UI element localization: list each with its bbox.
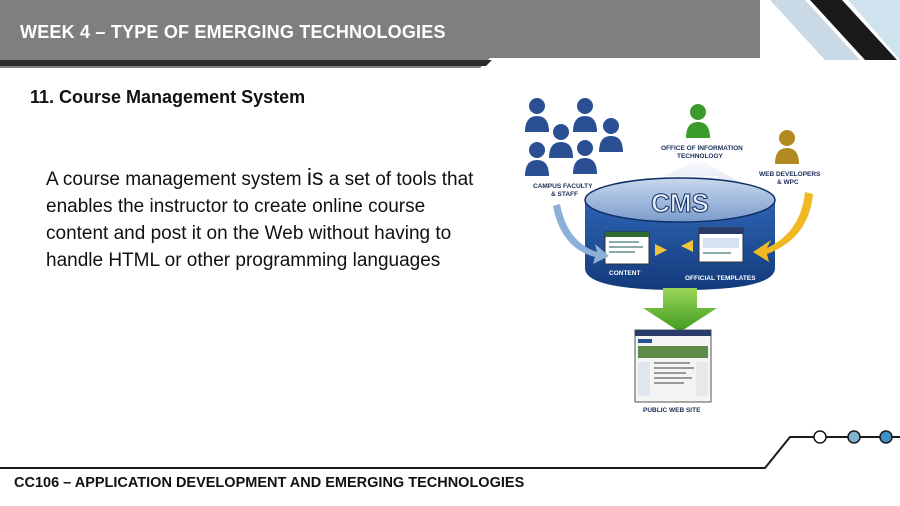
publish-arrow-icon <box>643 288 717 332</box>
oit-person-icon <box>686 104 710 138</box>
body-paragraph: A course management system is a set of t… <box>46 164 486 274</box>
body-text-emphasis: is <box>306 164 324 190</box>
footer-dot-white-icon <box>813 430 827 444</box>
footer-course-title: CC106 – APPLICATION DEVELOPMENT AND EMER… <box>14 475 525 491</box>
slide-heading: 11. Course Management System <box>30 87 306 107</box>
header-title: WEEK 4 – TYPE OF EMERGING TECHNOLOGIES <box>20 22 446 42</box>
arrow-left-icon <box>681 240 693 252</box>
header-banner: WEEK 4 – TYPE OF EMERGING TECHNOLOGIES <box>0 0 900 68</box>
footer-decoration <box>0 420 900 480</box>
cms-label: CMS <box>651 188 709 218</box>
footer-dot-light-blue-icon <box>847 430 861 444</box>
public-website-label: PUBLIC WEB SITE <box>643 407 701 414</box>
content-label: CONTENT <box>609 270 640 277</box>
public-website-icon <box>634 329 712 403</box>
faculty-label-line1: CAMPUS FACULTY <box>533 183 593 190</box>
templates-label: OFFICIAL TEMPLATES <box>685 275 756 282</box>
webdev-label-line1: WEB DEVELOPERS <box>759 171 821 178</box>
body-text-start: A course management system <box>46 169 307 190</box>
faculty-label-line2: & STAFF <box>551 191 578 198</box>
cms-diagram: CAMPUS FACULTY & STAFF OFFICE OF INFORMA… <box>515 92 845 422</box>
webdev-person-icon <box>775 130 799 164</box>
arrow-right-icon <box>655 244 667 256</box>
header-graphic <box>0 0 900 68</box>
faculty-arrow-icon <box>553 204 609 264</box>
webdev-arrow-icon <box>753 192 813 262</box>
faculty-people-icon <box>525 98 623 176</box>
body-text-end: a set of tools that enables the instruct… <box>46 169 474 271</box>
cms-diagram-graphic: CAMPUS FACULTY & STAFF OFFICE OF INFORMA… <box>525 98 821 414</box>
cms-cylinder: CMS <box>584 177 776 290</box>
footer-line-graphic <box>0 430 900 469</box>
oit-label-line2: TECHNOLOGY <box>677 153 724 160</box>
footer-dot-blue-icon <box>879 430 893 444</box>
oit-label-line1: OFFICE OF INFORMATION <box>661 145 743 152</box>
content-window-icon <box>604 231 650 265</box>
webdev-label-line2: & WPC <box>777 179 799 186</box>
template-window-icon <box>698 227 744 263</box>
